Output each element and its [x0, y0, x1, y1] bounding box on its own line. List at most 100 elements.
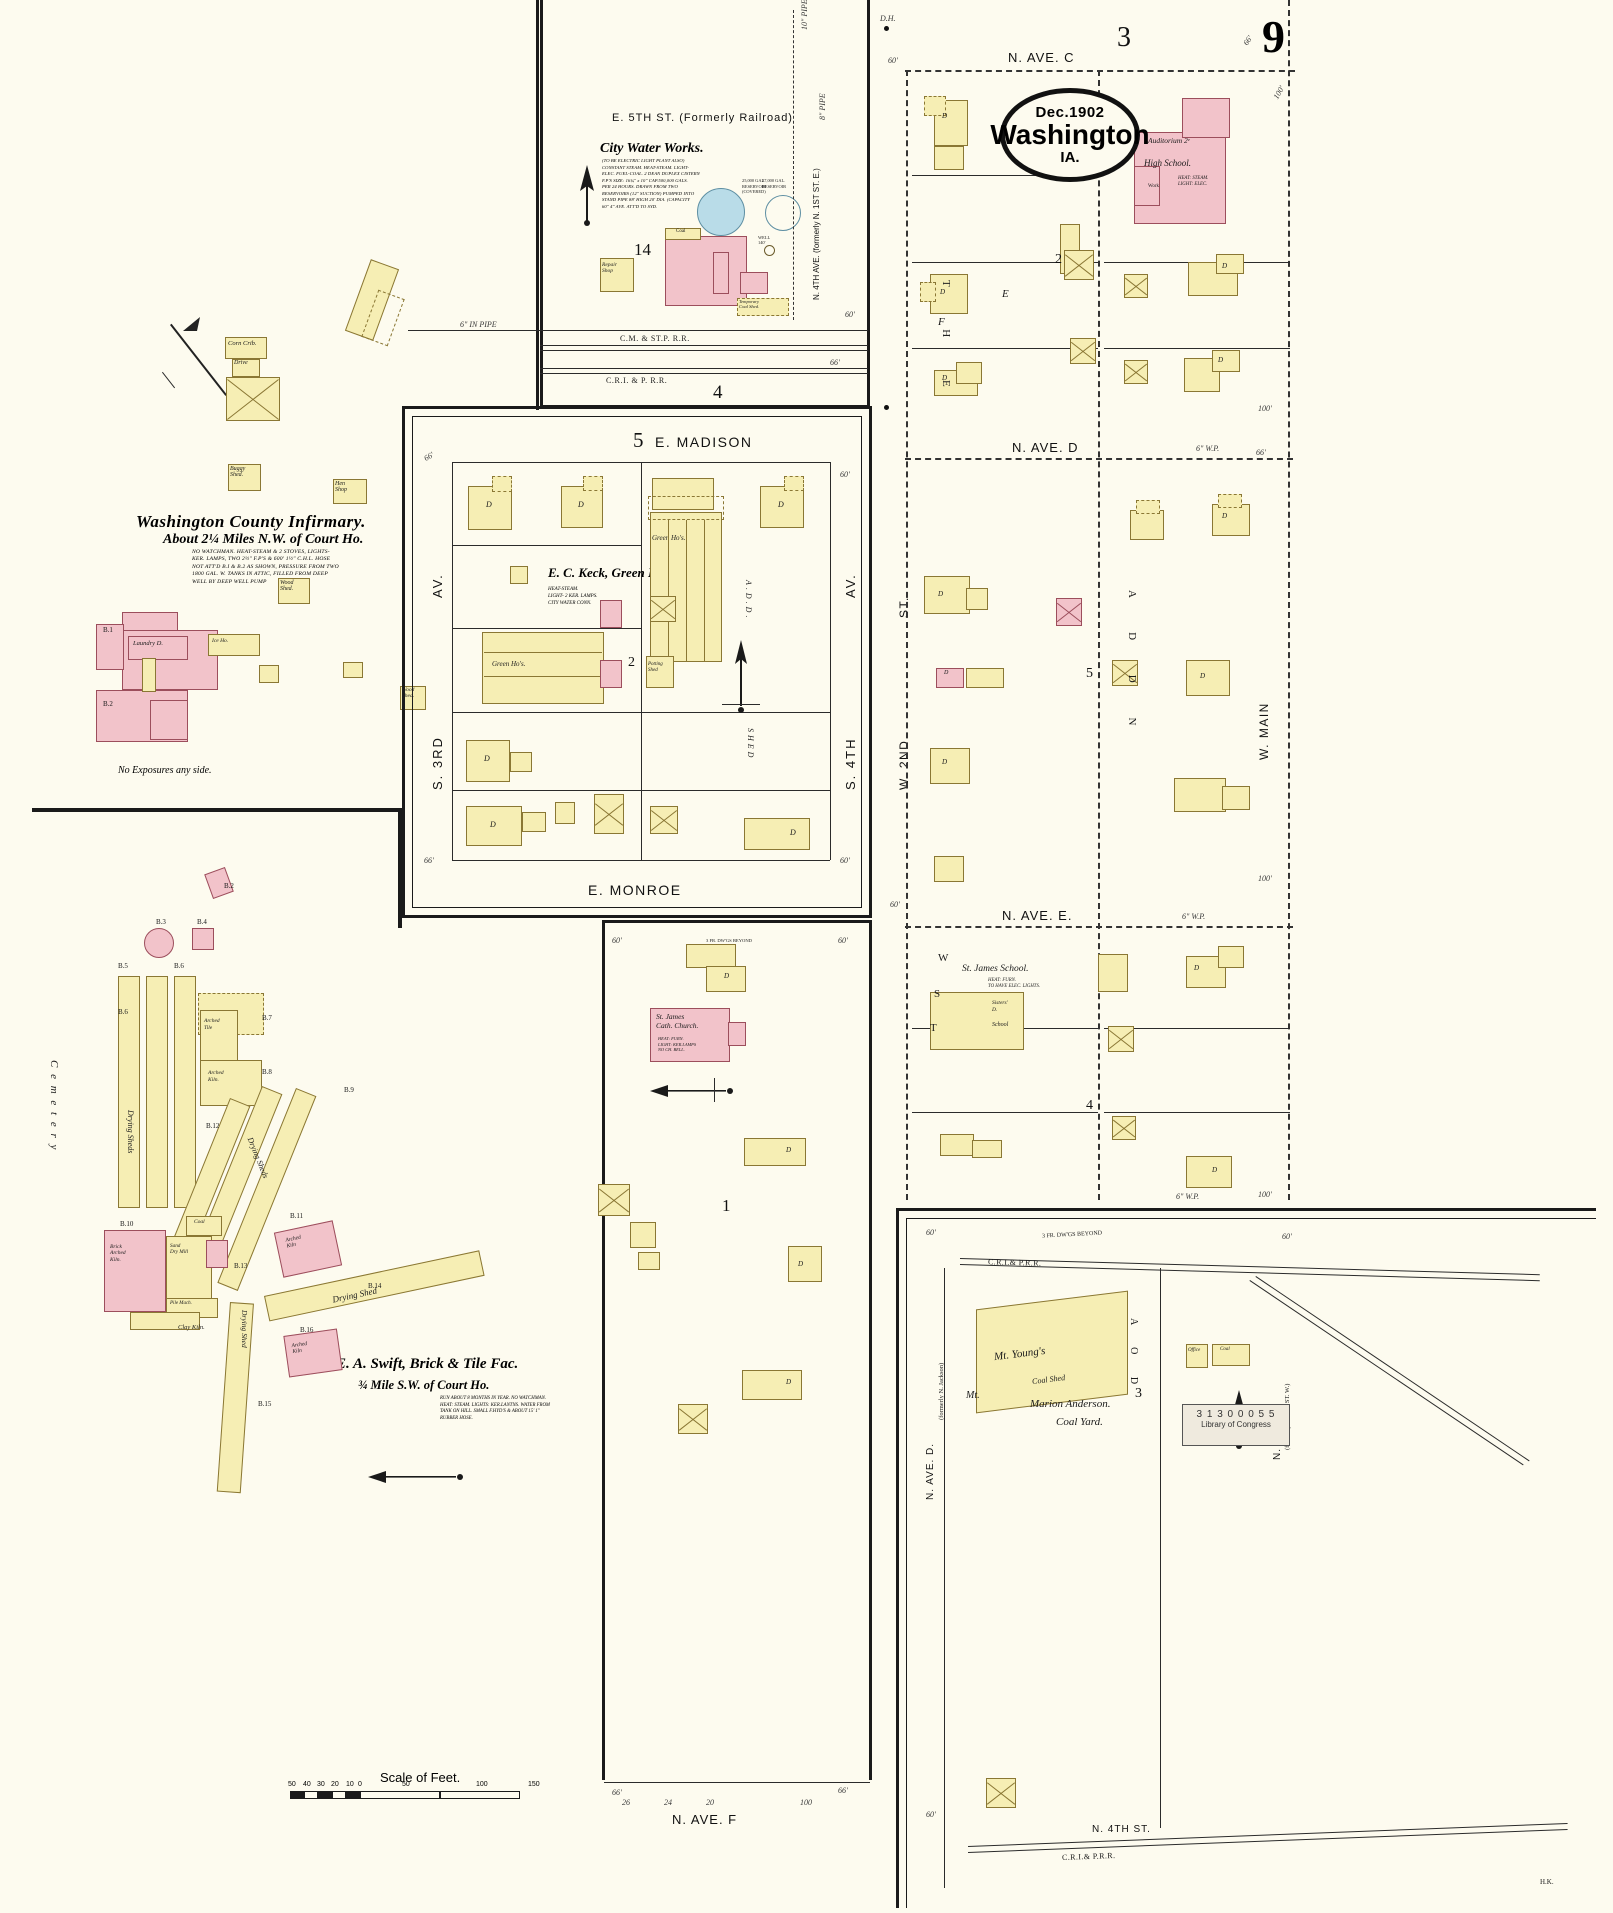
keck-fine-print: HEAT-STEAM. LIGHT- 2 KER. LAMPS. CITY WA…: [548, 586, 598, 607]
keck-barn-x2: [594, 794, 624, 834]
well-circle: [764, 245, 775, 256]
arched-kiln-mid-label: Arched Kiln.: [208, 1070, 224, 1083]
ww-fine-2: CONSTANT STEAM. HEAT-STEAM. LIGHT-: [602, 164, 689, 170]
dim-10-pipe: 10" PIPE: [800, 0, 809, 30]
greenhouse-div-2: [686, 520, 688, 662]
direction-arrow-block1: [650, 1085, 733, 1097]
coal-shed-swift: [186, 1216, 222, 1236]
swift-subtitle: ¾ Mile S.W. of Court Ho.: [358, 1378, 490, 1392]
dim-100-r1: 100': [1258, 404, 1272, 413]
drying-shed-v3: [174, 976, 196, 1208]
dim-66-b1-bl: 66': [612, 1788, 622, 1797]
hen-shop-building: [333, 479, 367, 504]
sisters-d-label: Sisters' D.: [992, 1000, 1008, 1013]
high-school-wing: [1134, 166, 1160, 206]
b3r-barn-2: [1124, 360, 1148, 384]
marker-b8: B.8: [262, 1068, 272, 1076]
coal-label-waterworks: Coal: [676, 229, 686, 234]
rr-cri-line2: [540, 373, 868, 375]
street-s-3rd-av: AV.: [430, 573, 445, 598]
infirmary-fine-print: NO WATCHMAN. HEAT-STEAM & 2 STOVES, LIGH…: [192, 549, 339, 586]
stjames-church-tower: [728, 1022, 746, 1046]
drying-shed-v1: [118, 976, 140, 1208]
dim-6wp-2: 6" W.P.: [1182, 912, 1206, 921]
b1-dwelling-2: [744, 1138, 806, 1166]
marker-b15: B.15: [258, 1400, 272, 1408]
dim-8-pipe: 8" PIPE: [818, 93, 827, 120]
stjames-church-fine: HEAT: FURN. LIGHT: KER.LAMPS NO CH. BELL…: [658, 1036, 697, 1052]
hen-shop-label: Hen Shop: [335, 481, 347, 494]
dim-66-ave-d: 66': [1256, 448, 1266, 457]
b3r-letter-f: F: [938, 316, 945, 328]
kiln-small-sq: [192, 928, 214, 950]
greenhouse-div-3: [704, 520, 706, 662]
stjames-school-label: St. James School.: [962, 964, 1029, 974]
rr-milw-line1: [540, 345, 868, 347]
scale-tick-150: 150: [528, 1781, 540, 1788]
scale-tick-30: 30: [317, 1781, 325, 1788]
b5r-dwelling-7: [934, 856, 964, 882]
infirmary-subtitle: About 2¼ Miles N.W. of Court Ho.: [163, 532, 364, 547]
keck-shed-building: [646, 656, 674, 688]
keck-dwelling-2: [561, 486, 603, 528]
street-n-ave-e: N. AVE. E.: [1002, 908, 1073, 923]
keck-dwelling-3-porch: [784, 476, 804, 491]
keck-lot-vert-right: [830, 462, 832, 860]
b5r-brick-barn: [1056, 598, 1082, 626]
ww-fine-4: F.P'S SIZE: 16¾" x 10" CAP.500,000 GALS.: [602, 177, 688, 183]
b5r-dwelling-2-porch: [1218, 494, 1242, 508]
b3-d2-code: D: [940, 288, 946, 296]
street-n-ave-d-inset: N. AVE. D.: [925, 1442, 936, 1500]
w-2nd-dash-2: [1098, 70, 1100, 1200]
dim-66-ww: 66': [830, 358, 840, 367]
loc-stamp-number: 3 1 3 0 0 0 5 5: [1196, 1409, 1276, 1420]
b1-d1-code: D: [724, 972, 730, 980]
street-n-ave-d: N. AVE. D: [1012, 440, 1079, 455]
scale-bar-segment-3: [318, 1791, 332, 1799]
b4r-dwelling-1: [1098, 954, 1128, 992]
b1-dwelling-1b: [706, 966, 746, 992]
b3-barn-2: [1070, 338, 1096, 364]
dim-66-top: 66': [1241, 33, 1255, 48]
coal-bin-waterworks: [665, 228, 701, 240]
wood-shed-label: Wood Shed.: [280, 580, 294, 593]
dwelling-code-3: D: [778, 500, 784, 509]
marker-b13: B.13: [234, 1262, 248, 1270]
b3r-dwelling-1b: [1216, 254, 1244, 274]
reservoir-open-label: 27,000 GAL. RESERVOIR: [762, 178, 787, 189]
b4r-d2-code: D: [1194, 964, 1200, 972]
infirmary-small-shed-b: [343, 662, 363, 678]
b5r-dwelling-1-porch: [1136, 500, 1160, 514]
street-n-4th-st-inset: N. 4TH ST.: [1092, 1824, 1151, 1835]
b4r-dwelling-4: [1186, 1156, 1232, 1188]
marker-b6: B.6: [174, 962, 184, 970]
dim-100-r3: 100': [1258, 1190, 1272, 1199]
b4-letters-s: S: [934, 988, 941, 1000]
infirmary-laundry: [128, 636, 188, 660]
marker-b6b: B.6: [118, 1008, 128, 1016]
keck-alley-text-2: SHED: [746, 728, 755, 761]
keck-boiler-house-2: [600, 660, 622, 688]
corn-crib-label: Corn Crib.: [228, 340, 257, 347]
keck-shed-label: Potting Shed: [648, 662, 663, 673]
repair-shop-building: [600, 258, 634, 292]
b5r-dwelling-4: [1186, 660, 1230, 696]
coalyard-barn: [986, 1778, 1016, 1808]
street-w-2nd-st: ST.: [897, 596, 911, 618]
b3r-dwelling-1: [1188, 262, 1238, 296]
high-school-auditorium: [1182, 98, 1230, 138]
clay-kiln-building: [130, 1312, 200, 1330]
block-number-4-top: 4: [713, 382, 723, 403]
dim-66-keck-bl: 66': [424, 856, 434, 865]
anderson-coal-label: Coal: [1220, 1347, 1230, 1352]
b5r-dwelling-1: [1130, 510, 1164, 540]
scale-bar: Scale of Feet. 50 40 30 20 10 0 50 100 1…: [288, 1770, 540, 1799]
block1-top-rail: [602, 920, 872, 923]
barn-crossed-building: [226, 377, 280, 421]
keck-barn-x3: [650, 806, 678, 834]
b1-barn-1: [598, 1184, 630, 1216]
b1-shed-1: [630, 1222, 656, 1248]
jackson-note-inset: (formerly N. Jackson): [938, 1362, 945, 1420]
marker-b11: B.11: [290, 1212, 304, 1220]
b5r-dwelling-3b: [966, 588, 988, 610]
